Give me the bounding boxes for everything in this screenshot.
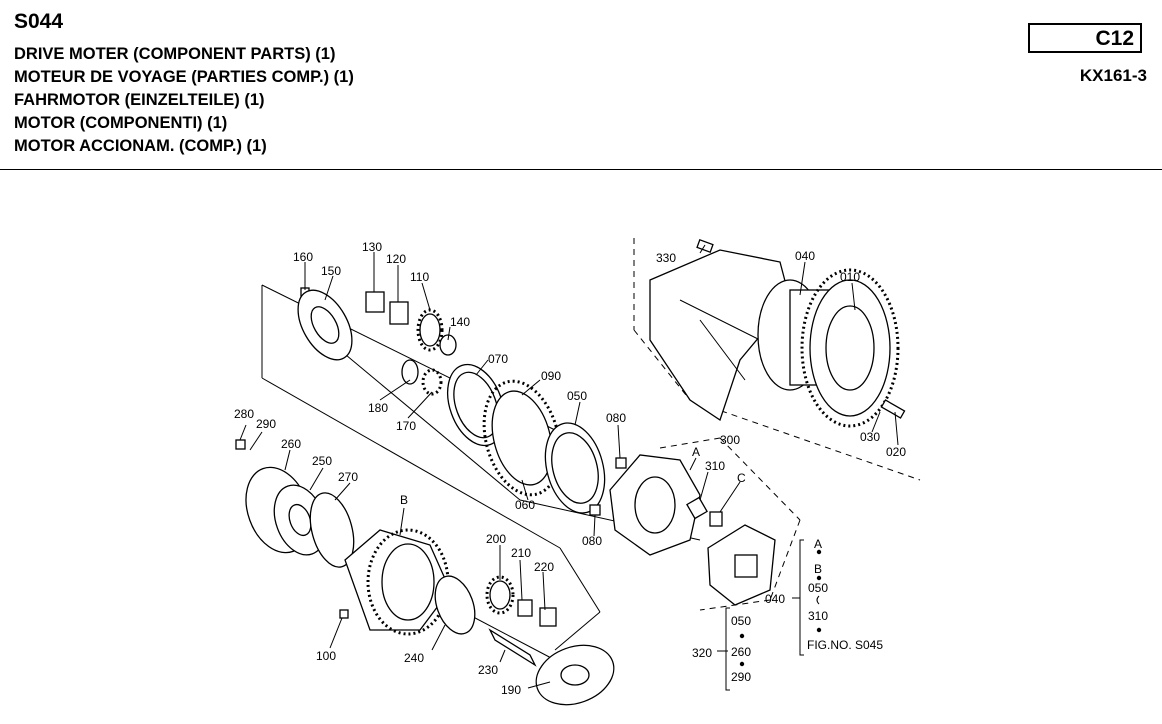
legend-dot [816, 575, 822, 581]
callout-160: 160 [293, 250, 313, 264]
legend-320-label: 320 [692, 646, 712, 660]
legend-320-item-260: 260 [731, 645, 751, 659]
legend-040-item-310: 310 [808, 609, 828, 623]
installed-motor-illustration [649, 239, 906, 428]
mark-c: C [737, 471, 746, 485]
legend-040-fig-ref: FIG.NO. S045 [807, 638, 883, 652]
callout-110: 110 [410, 270, 429, 284]
callout-180: 180 [368, 401, 388, 415]
callout-310: 310 [705, 459, 725, 473]
callout-150: 150 [321, 264, 341, 278]
legend-braces [725, 539, 822, 691]
legend-dot [816, 549, 822, 555]
callout-010: 010 [840, 270, 860, 284]
legend-040-label: 040 [765, 592, 785, 606]
callout-270: 270 [338, 470, 358, 484]
legend-320-item-050: 050 [731, 614, 751, 628]
mark-b: B [400, 493, 408, 507]
legend-320: 320 050 260 290 [692, 614, 751, 684]
callout-leaders [239, 244, 899, 689]
callout-090: 090 [541, 369, 561, 383]
callout-300: 300 [720, 433, 740, 447]
callout-210: 210 [511, 546, 531, 560]
figure-titles: DRIVE MOTER (COMPONENT PARTS) (1) MOTEUR… [14, 43, 354, 158]
section-badge: C12 [1028, 23, 1142, 53]
title-it: MOTOR (COMPONENTI) (1) [14, 114, 228, 132]
legend-320-item-290: 290 [731, 670, 751, 684]
callout-260: 260 [281, 437, 301, 451]
title-fr: MOTEUR DE VOYAGE (PARTIES COMP.) (1) [14, 68, 354, 86]
model-number: KX161-3 [1079, 66, 1147, 85]
callout-060: 060 [515, 498, 535, 512]
callout-120: 120 [386, 252, 406, 266]
callout-040: 040 [795, 249, 815, 263]
callout-070: 070 [488, 352, 508, 366]
callout-140: 140 [450, 315, 470, 329]
callout-280: 280 [234, 407, 254, 421]
callout-190: 190 [501, 683, 521, 697]
header-divider [0, 169, 1162, 170]
callout-220: 220 [534, 560, 554, 574]
callout-100: 100 [316, 649, 336, 663]
callout-230: 230 [478, 663, 498, 677]
installed-view-outline [633, 238, 921, 611]
callout-200: 200 [486, 532, 506, 546]
legend-dot [739, 633, 745, 639]
callout-020: 020 [886, 445, 906, 459]
callout-080-top: 080 [606, 411, 626, 425]
figure-code: S044 [14, 10, 64, 33]
title-en: DRIVE MOTER (COMPONENT PARTS) (1) [14, 45, 336, 63]
callout-labels: 160 150 130 120 110 140 070 090 050 080 … [234, 240, 906, 697]
callout-290: 290 [256, 417, 276, 431]
exploded-components [235, 287, 776, 706]
mark-a: A [692, 445, 700, 459]
callout-240: 240 [404, 651, 424, 665]
legend-040-item-b: B [814, 562, 822, 576]
title-es: MOTOR ACCIONAM. (COMP.) (1) [14, 137, 267, 155]
legend-040: 040 A B 050 310 FIG.NO. S045 [765, 537, 883, 652]
callout-330: 330 [656, 251, 676, 265]
callout-250: 250 [312, 454, 332, 468]
callout-170: 170 [396, 419, 416, 433]
legend-dot [816, 627, 822, 633]
title-de: FAHRMOTOR (EINZELTEILE) (1) [14, 91, 265, 109]
section-badge-label: C12 [1095, 27, 1134, 50]
callout-030: 030 [860, 430, 880, 444]
legend-040-item-050: 050 [808, 581, 828, 595]
callout-130: 130 [362, 240, 382, 254]
callout-050: 050 [567, 389, 587, 403]
legend-dot [739, 661, 745, 667]
legend-040-item-a: A [814, 537, 822, 551]
callout-080-bottom: 080 [582, 534, 602, 548]
